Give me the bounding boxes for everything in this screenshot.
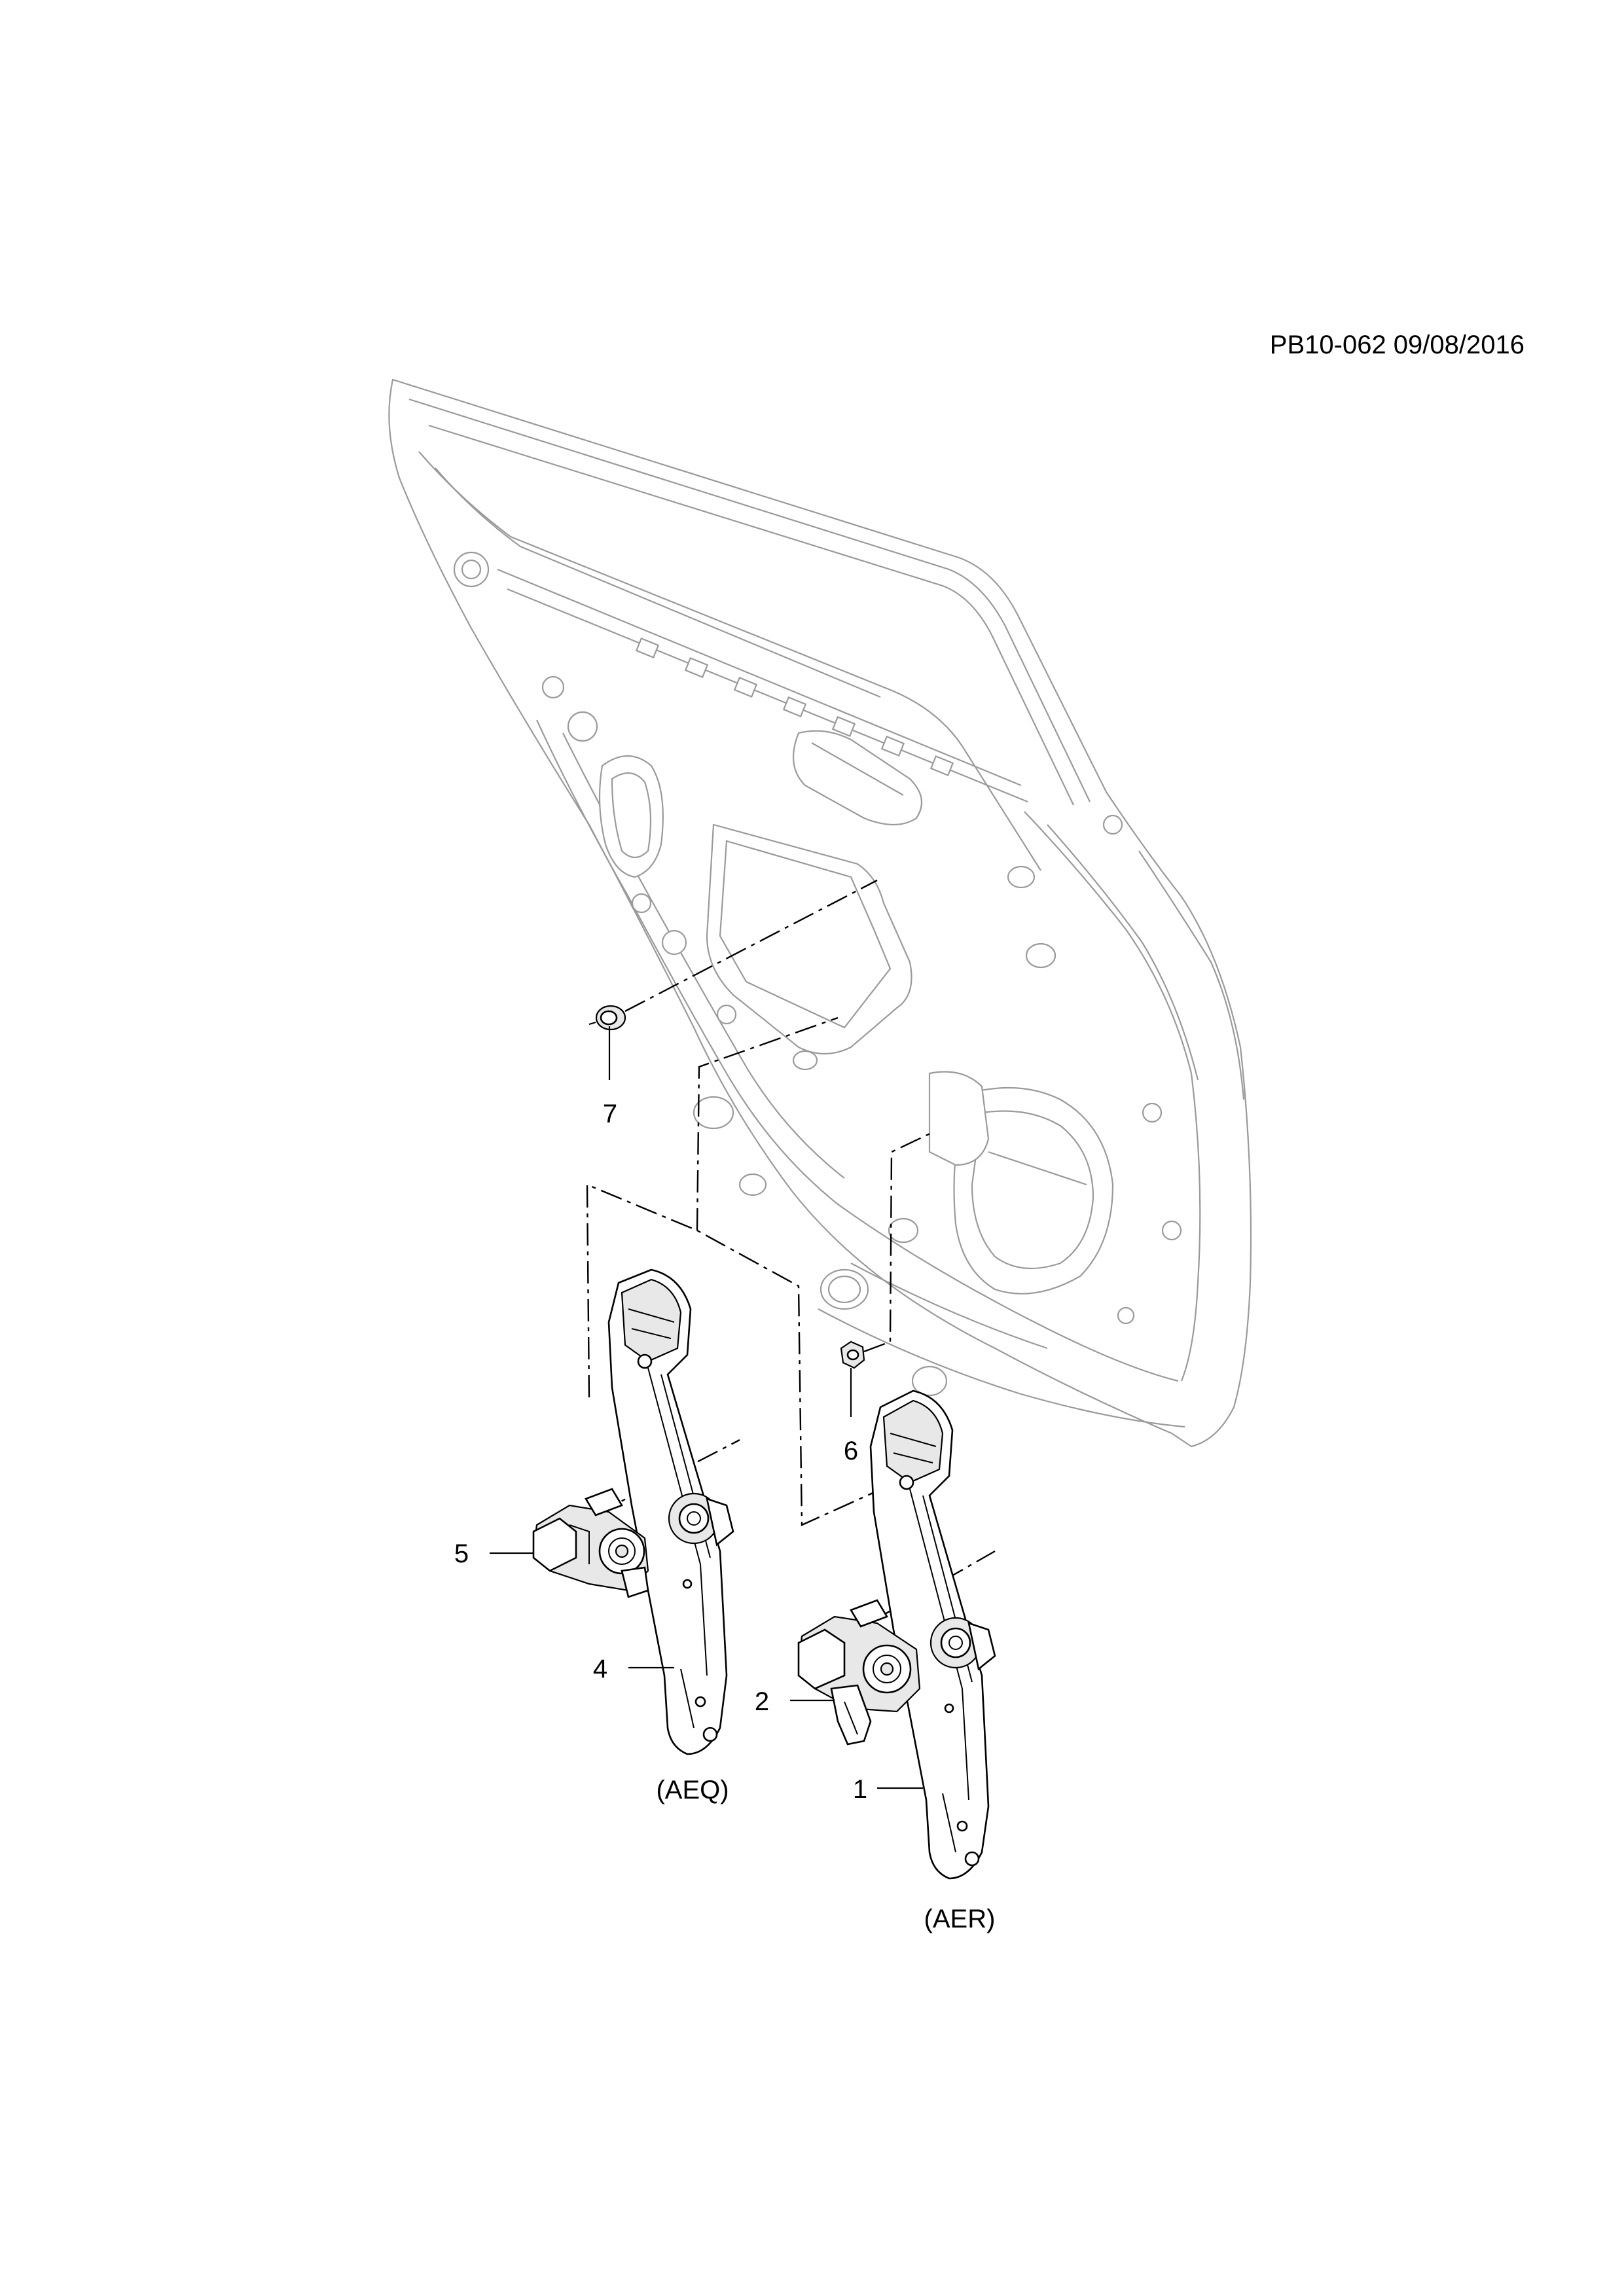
callout-7: 7 [603, 1100, 617, 1128]
callout-5: 5 [454, 1539, 469, 1568]
callout-1: 1 [853, 1775, 867, 1804]
part-2-window-motor-aer [797, 1599, 921, 1746]
variant-label-aeq: (AEQ) [656, 1776, 729, 1804]
part-5-window-motor-aeq [532, 1488, 649, 1598]
callout-leader-lines [490, 1026, 923, 1789]
callout-4: 4 [593, 1655, 607, 1683]
part-4-window-regulator-aeq [607, 1268, 734, 1755]
variant-label-aer: (AER) [924, 1905, 996, 1933]
part-1-window-regulator-aer [869, 1390, 996, 1880]
belt-clips [635, 637, 954, 776]
part-6-nut [840, 1340, 865, 1369]
callout-2: 2 [755, 1687, 769, 1716]
part-7-nut [588, 1005, 626, 1031]
rear-door-inner-panel [388, 378, 1252, 1448]
callout-6: 6 [844, 1437, 858, 1465]
diagram-reference: PB10-062 09/08/2016 [1270, 331, 1525, 359]
